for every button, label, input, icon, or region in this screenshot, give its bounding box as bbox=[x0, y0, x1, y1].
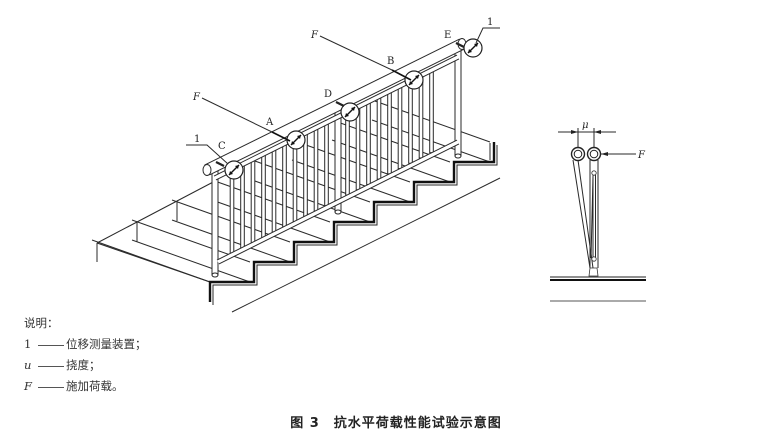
point-d-label: D bbox=[324, 89, 332, 100]
stair-riser-edge bbox=[131, 239, 251, 283]
deflection-label: μ bbox=[582, 120, 589, 131]
stair-tread-edge bbox=[91, 239, 211, 283]
force-label-lower: F bbox=[192, 92, 201, 103]
gauge-bracket bbox=[455, 42, 465, 48]
figure-number: 图 3 bbox=[290, 416, 320, 431]
side-view: μ F bbox=[550, 120, 646, 302]
baluster bbox=[261, 153, 266, 239]
legend-item: F 施加荷载。 bbox=[24, 376, 147, 397]
point-c-label: C bbox=[218, 141, 226, 152]
baluster bbox=[366, 99, 371, 185]
point-e-label: E bbox=[444, 30, 451, 41]
baluster bbox=[387, 89, 392, 175]
railing-post bbox=[454, 46, 462, 157]
baluster bbox=[324, 121, 329, 207]
stair-edge bbox=[176, 179, 218, 202]
legend-heading: 说明： bbox=[24, 316, 59, 330]
post-foot bbox=[211, 272, 219, 278]
baluster bbox=[429, 68, 434, 154]
bottom-rail bbox=[216, 139, 460, 265]
gauge-bracket bbox=[335, 101, 345, 107]
point-b-label: B bbox=[387, 56, 394, 67]
deflected-rail-section bbox=[570, 146, 586, 162]
stair-edge bbox=[136, 200, 178, 223]
displacement-gauge-icon bbox=[286, 130, 306, 150]
railing-post bbox=[334, 107, 342, 213]
baluster bbox=[250, 158, 256, 244]
device-label-right: 1 bbox=[487, 17, 493, 28]
legend: 说明： 1 位移测量装置； u 挠度； F 施加荷载。 bbox=[24, 313, 147, 397]
legend-item: 1 位移测量装置； bbox=[24, 334, 147, 355]
force-label-upper: F bbox=[310, 30, 319, 41]
gauge-bracket bbox=[215, 161, 225, 167]
displacement-gauge-icon bbox=[340, 102, 360, 122]
legend-key: 1 bbox=[24, 337, 32, 351]
baluster bbox=[292, 137, 298, 223]
handrail-end bbox=[202, 164, 212, 176]
baluster bbox=[313, 126, 319, 212]
baluster bbox=[397, 84, 403, 170]
displacement-gauge-icon bbox=[224, 160, 244, 180]
displacement-gauge-icon bbox=[463, 38, 483, 58]
legend-desc: 挠度； bbox=[66, 358, 101, 372]
point-a-label: A bbox=[265, 117, 274, 128]
railing-post bbox=[211, 169, 219, 276]
stair-riser-edge bbox=[251, 179, 371, 223]
baluster bbox=[240, 163, 245, 249]
baluster bbox=[282, 142, 287, 228]
figure-caption: 图 3 抗水平荷载性能试验示意图 bbox=[0, 412, 762, 431]
legend-item: u 挠度； bbox=[24, 355, 147, 376]
baluster bbox=[345, 110, 350, 196]
post-foot bbox=[334, 209, 342, 215]
legend-desc: 施加荷载。 bbox=[66, 379, 124, 393]
stair-riser-edge bbox=[291, 159, 411, 203]
legend-key: u bbox=[24, 358, 32, 372]
device-label-left: 1 bbox=[194, 134, 200, 145]
legend-desc: 位移测量装置； bbox=[66, 337, 147, 351]
baluster bbox=[271, 147, 277, 233]
figure-title: 抗水平荷载性能试验示意图 bbox=[333, 416, 502, 431]
legend-key: F bbox=[24, 379, 32, 393]
side-force-label: F bbox=[637, 150, 646, 161]
baluster bbox=[229, 168, 235, 254]
post-foot bbox=[454, 153, 462, 159]
baluster bbox=[408, 78, 413, 164]
displacement-gauge-icon bbox=[404, 70, 424, 90]
original-rail-section bbox=[586, 146, 602, 162]
baluster bbox=[376, 94, 382, 180]
main-view-labels: F B F A D E C 1 1 bbox=[186, 17, 500, 165]
